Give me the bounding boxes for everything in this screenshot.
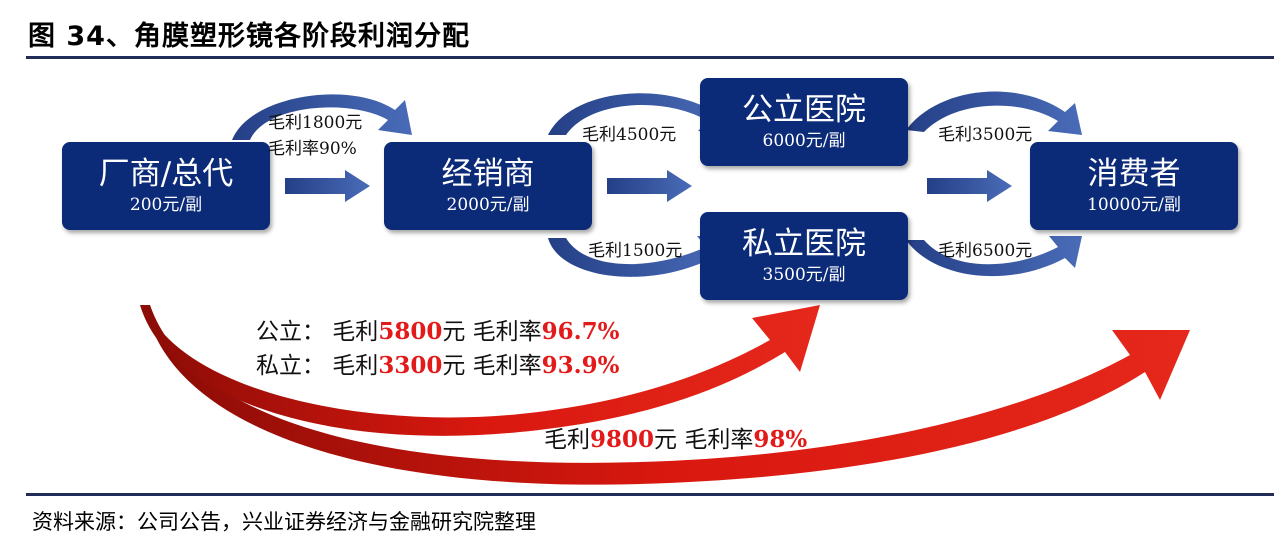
- curve-arrow-dist-public: [548, 93, 732, 135]
- bottom-rule: [26, 493, 1274, 496]
- summary-overall-amount: 9800: [590, 426, 655, 453]
- red-arrow-hospital: [140, 305, 820, 436]
- summary-private: 私立： 毛利3300元 毛利率93.9%: [256, 346, 620, 380]
- summary-private-amount: 3300: [378, 352, 443, 379]
- summary-public: 公立： 毛利5800元 毛利率96.7%: [256, 312, 620, 346]
- summary-overall-rate: 98%: [753, 426, 808, 453]
- summary-private-prefix: 私立： 毛利: [256, 353, 379, 379]
- margin-mfr-amount: 毛利1800元: [268, 113, 363, 133]
- straight-arrow-2: [607, 170, 692, 202]
- node-consumer: 消费者 10000元/副: [1030, 142, 1238, 230]
- straight-arrow-3: [927, 170, 1012, 202]
- margin-public-consumer: 毛利3500元: [938, 125, 1033, 145]
- summary-overall-prefix: 毛利: [544, 427, 590, 453]
- top-rule: [26, 56, 1274, 59]
- summary-overall-mid: 元 毛利率: [654, 427, 754, 453]
- curve-arrow-private-consumer: [906, 236, 1082, 277]
- node-consumer-price: 10000元/副: [1087, 195, 1181, 215]
- node-consumer-name: 消费者: [1087, 156, 1181, 192]
- node-distributor-name: 经销商: [441, 156, 535, 192]
- source-note: 资料来源：公司公告，兴业证券经济与金融研究院整理: [32, 510, 536, 534]
- summary-public-prefix: 公立： 毛利: [256, 319, 379, 345]
- margin-private-consumer: 毛利6500元: [938, 241, 1033, 261]
- summary-public-amount: 5800: [378, 318, 443, 345]
- curve-arrow-public-consumer: [906, 91, 1082, 135]
- summary-private-mid: 元 毛利率: [442, 353, 542, 379]
- straight-arrow-1: [285, 170, 370, 202]
- figure-title: 图 34、角膜塑形镜各阶段利润分配: [28, 21, 470, 52]
- curve-arrow-dist-private: [548, 236, 730, 277]
- node-public-hospital: 公立医院 6000元/副: [700, 78, 908, 166]
- node-public-hospital-price: 6000元/副: [762, 131, 846, 151]
- margin-mfr-rate: 毛利率90%: [268, 139, 357, 159]
- node-public-hospital-name: 公立医院: [742, 92, 866, 128]
- node-private-hospital-name: 私立医院: [742, 226, 866, 262]
- node-manufacturer-name: 厂商/总代: [98, 156, 234, 192]
- node-private-hospital: 私立医院 3500元/副: [700, 212, 908, 300]
- node-private-hospital-price: 3500元/副: [762, 265, 846, 285]
- red-arrow-overall: [145, 305, 1190, 485]
- summary-public-rate: 96.7%: [541, 318, 620, 345]
- node-distributor-price: 2000元/副: [446, 195, 530, 215]
- node-manufacturer-price: 200元/副: [129, 195, 203, 215]
- curve-arrow-mfr: [232, 94, 412, 140]
- summary-public-mid: 元 毛利率: [442, 319, 542, 345]
- node-distributor: 经销商 2000元/副: [384, 142, 592, 230]
- margin-dist-public: 毛利4500元: [582, 125, 677, 145]
- margin-dist-private: 毛利1500元: [588, 241, 683, 261]
- node-manufacturer: 厂商/总代 200元/副: [62, 142, 270, 230]
- summary-overall: 毛利9800元 毛利率98%: [544, 420, 807, 454]
- summary-private-rate: 93.9%: [541, 352, 620, 379]
